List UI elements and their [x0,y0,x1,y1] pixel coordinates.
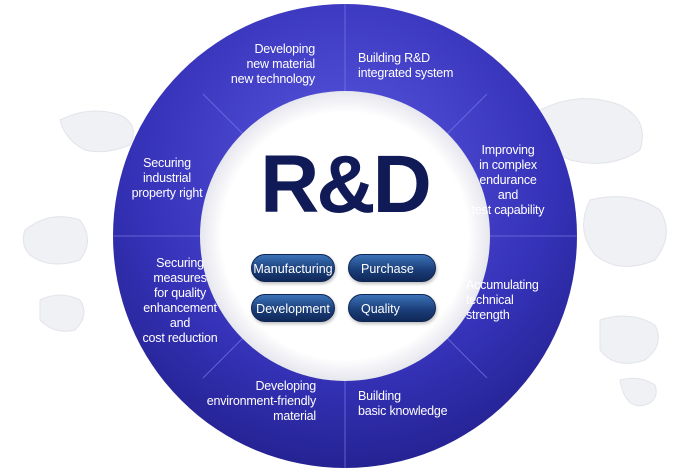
segment-new-material: Developing new material new technology [230,42,315,86]
segment-quality-cost: Securing measures for quality enhancemen… [142,256,218,345]
segment-technical-strength: Accumulating technical strength [466,278,539,322]
pill-purchase: Purchase [348,254,436,282]
segment-integrated-system: Building R&D integrated system [358,51,454,80]
pill-development: Development [251,294,335,322]
pill-manufacturing: Manufacturing [251,254,335,282]
inner-circle [200,91,490,381]
segment-property-right: Securing industrial property right [131,156,203,200]
pill-quality: Quality [348,294,436,322]
segment-basic-knowledge: Building basic knowledge [358,389,448,418]
segment-environment-friendly: Developing environment-friendly material [206,379,316,423]
world-map-background [22,98,667,407]
center-title: R&D [260,139,432,230]
segment-test-capability: Improving in complex endurance and test … [471,143,545,217]
